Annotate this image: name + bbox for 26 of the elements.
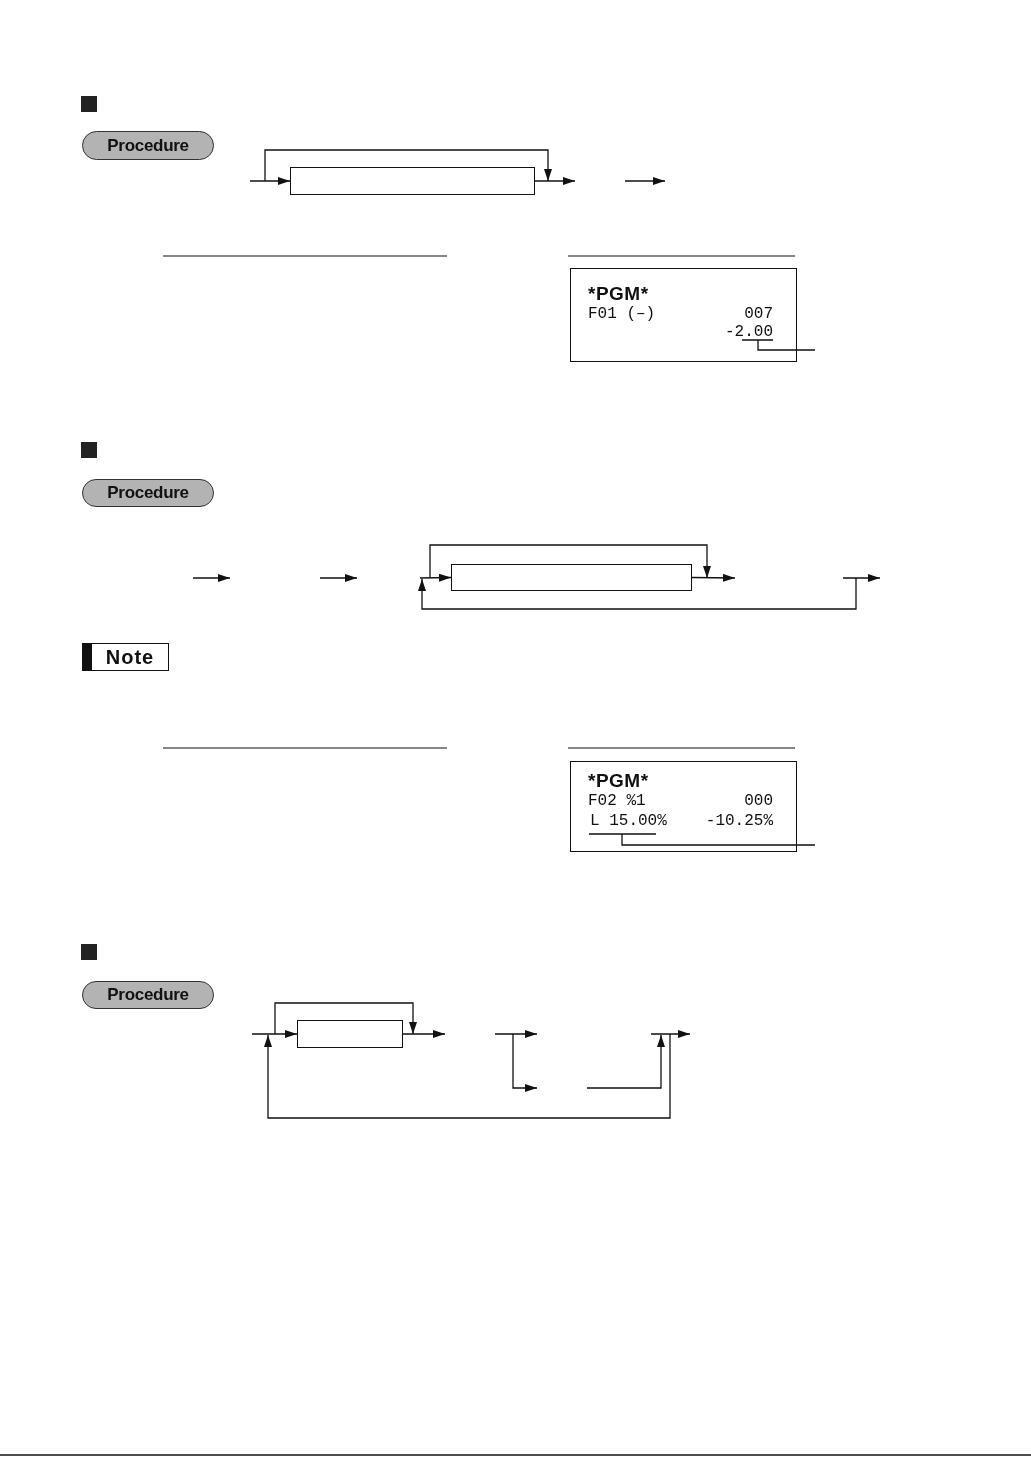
- arrow: [419, 573, 452, 582]
- receipt-line: L 15.00%: [590, 812, 667, 830]
- receipt-printout: [570, 268, 797, 362]
- receipt-line: F01 (–): [588, 305, 656, 323]
- arrow: [691, 573, 736, 582]
- leader-line: [588, 833, 816, 846]
- receipt-amount: -2.00: [725, 323, 773, 341]
- receipt-line: F02 %1: [588, 792, 646, 810]
- note-tag: Note: [82, 643, 169, 671]
- arrow: [251, 1030, 298, 1038]
- procedure-tag: Procedure: [82, 131, 214, 160]
- receipt-number: 000: [744, 792, 773, 810]
- process-box: [297, 1020, 403, 1048]
- arrow: [534, 177, 576, 185]
- procedure-tag: Procedure: [82, 479, 214, 507]
- receipt-printout: [570, 761, 797, 852]
- receipt-number: 007: [744, 305, 773, 323]
- leader-line: [741, 339, 816, 351]
- receipt-header: *PGM*: [588, 772, 649, 790]
- process-box: [290, 167, 535, 195]
- procedure-tag: Procedure: [82, 981, 214, 1009]
- process-box: [451, 564, 692, 591]
- receipt-header: *PGM*: [588, 285, 649, 303]
- arrow: [249, 177, 291, 185]
- receipt-amount: -10.25%: [705, 812, 773, 830]
- arrow: [402, 1030, 446, 1038]
